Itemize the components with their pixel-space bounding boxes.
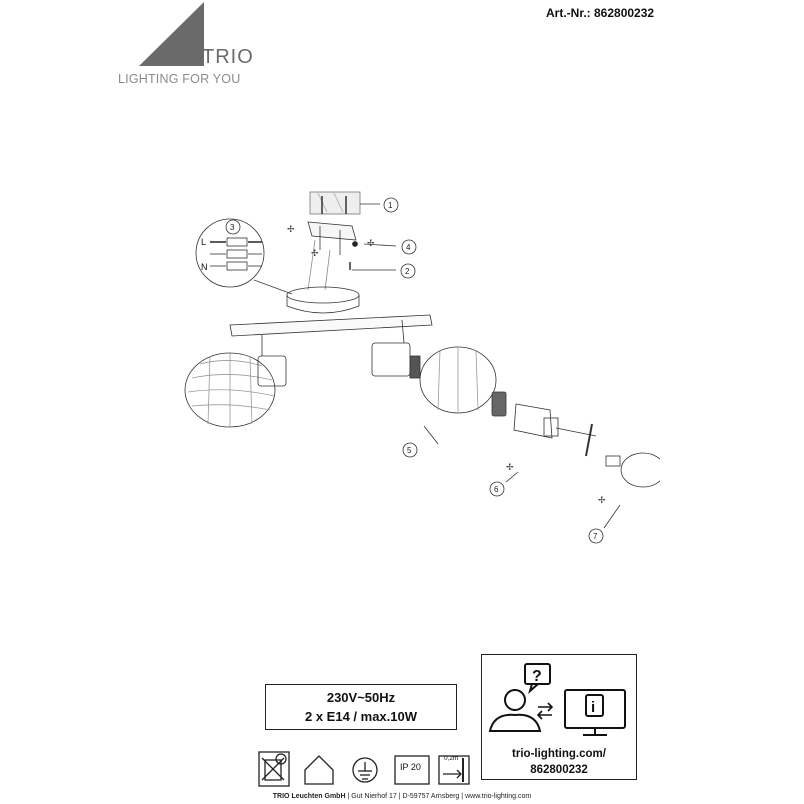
svg-text:✢: ✢ (598, 495, 606, 505)
lamp-holder-icon (513, 403, 597, 457)
wire-label-n: N (201, 262, 208, 272)
svg-text:✢: ✢ (506, 462, 514, 472)
protection-class-icon (352, 757, 378, 783)
callout-3: 3 (230, 223, 235, 232)
article-number: Art.-Nr.: 862800232 (546, 6, 655, 20)
brand-name: TRIO (202, 46, 254, 68)
symbol-strip (258, 751, 470, 787)
spec-voltage: 230V~50Hz (326, 690, 396, 705)
callout-2: 2 (405, 267, 410, 276)
svg-text:?: ? (532, 668, 542, 685)
question-bubble-icon: ? (524, 663, 551, 694)
exchange-arrows-icon (536, 702, 554, 720)
callout-5: 5 (407, 446, 412, 455)
footer-company: TRIO Leuchten GmbH (272, 793, 346, 800)
footer-sep: | (347, 793, 350, 800)
logo-triangle-icon (139, 2, 204, 66)
glass-shade-icon (419, 346, 497, 414)
svg-text:i: i (591, 699, 595, 716)
distance-icon (438, 755, 470, 785)
svg-text:✢: ✢ (311, 248, 319, 258)
recycle-bin-icon (258, 751, 290, 787)
brand-tagline: LIGHTING FOR YOU (118, 72, 241, 86)
person-icon (488, 689, 542, 732)
ip-rating-icon (394, 755, 430, 785)
glass-shade-icon (184, 352, 287, 428)
footer-sep: | (398, 793, 401, 800)
support-url-line1[interactable]: trio-lighting.com/ (512, 748, 606, 760)
svg-text:✢: ✢ (367, 238, 375, 248)
callout-6: 6 (494, 485, 499, 494)
callout-7: 7 (593, 532, 598, 541)
brand-logo: TRIO LIGHTING FOR YOU (118, 2, 278, 94)
support-panel: ? i trio-lighting.com/ 862800232 (481, 654, 637, 780)
footer-web[interactable]: www.trio-lighting.com (465, 793, 532, 800)
company-footer: TRIO Leuchten GmbH | Gut Nierhof 17 | D-… (0, 793, 804, 800)
bulb-icon (605, 452, 660, 488)
electrical-specs: 230V~50Hz 2 x E14 / max.10W (265, 684, 457, 730)
support-url[interactable]: trio-lighting.com/ 862800232 (482, 746, 636, 778)
svg-text:✢: ✢ (287, 224, 295, 234)
ip-rating-label: IP 20 (400, 762, 421, 772)
bracket-icon (307, 221, 397, 270)
footer-sep: | (461, 793, 464, 800)
terminal-block-icon: L N (195, 218, 293, 295)
footer-street: Gut Nierhof 17 (351, 793, 397, 800)
indoor-house-icon (304, 755, 334, 785)
wire-label-l: L (201, 237, 206, 247)
callout-4: 4 (406, 243, 411, 252)
footer-city: D-59757 Arnsberg (402, 793, 460, 800)
min-distance-label: 0,2m (444, 755, 459, 762)
screw-icon (309, 191, 361, 215)
support-url-line2[interactable]: 862800232 (530, 764, 588, 776)
lamp-holder-icon (371, 319, 421, 379)
assembly-diagram: 1 ✢ ✢ ✢ 4 2 L N 3 (184, 191, 660, 544)
callout-1: 1 (388, 201, 393, 210)
spec-lamp: 2 x E14 / max.10W (304, 709, 417, 724)
info-monitor-icon: i (564, 689, 626, 736)
ceiling-canopy-icon (229, 239, 433, 337)
